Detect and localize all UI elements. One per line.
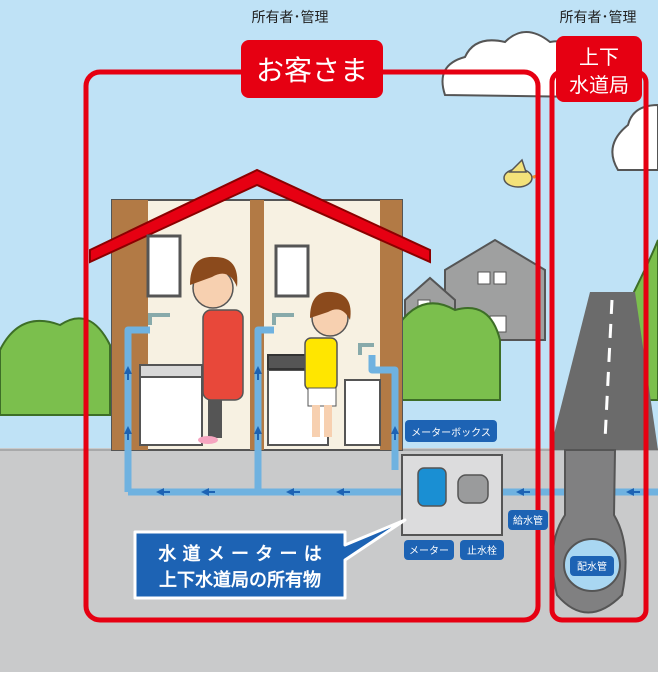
woman-figure [190, 256, 244, 444]
sink-cabinet-right [344, 379, 381, 446]
meter-box-label: メーターボックス [411, 427, 491, 439]
meter-label-bg [404, 540, 454, 560]
window-left [146, 234, 182, 298]
meter-box [401, 454, 503, 536]
sink-cabinet-left [139, 374, 203, 446]
bureau-title-line2: 水道局 [569, 73, 629, 97]
bureau-ownership-label: 所有者･管理 [560, 10, 637, 26]
faucet-icon [272, 313, 294, 325]
girl-figure [304, 291, 351, 437]
callout-box [133, 518, 407, 600]
callout-line1: 水 道 メ ー タ ー は [158, 543, 322, 565]
stop-valve-label-bg [460, 540, 504, 560]
distribution-pipe-label-bg [570, 556, 614, 576]
customer-title: お客さま [256, 54, 368, 87]
meter-box-label-bg [405, 420, 497, 442]
customer-title-badge [241, 40, 383, 98]
stop-valve-icon [457, 474, 489, 504]
service-pipe-label: 給水管 [513, 514, 543, 527]
flow-arrows [124, 366, 640, 496]
distribution-pipe-label: 配水管 [577, 560, 607, 573]
callout-line2: 上下水道局の所有物 [159, 569, 321, 591]
customer-ownership-label: 所有者･管理 [252, 10, 329, 26]
window-right [274, 244, 310, 298]
service-pipe-label-bg [508, 510, 548, 530]
faucet-icon [148, 313, 170, 325]
water-meter-icon [417, 467, 447, 507]
meter-label: メーター [409, 545, 449, 557]
bureau-title-line1: 上下 [579, 45, 619, 69]
bureau-title-badge [556, 36, 642, 102]
stop-valve-label: 止水栓 [467, 544, 497, 557]
faucet-icon [358, 343, 374, 355]
road [550, 292, 658, 450]
house-roof [89, 168, 431, 264]
